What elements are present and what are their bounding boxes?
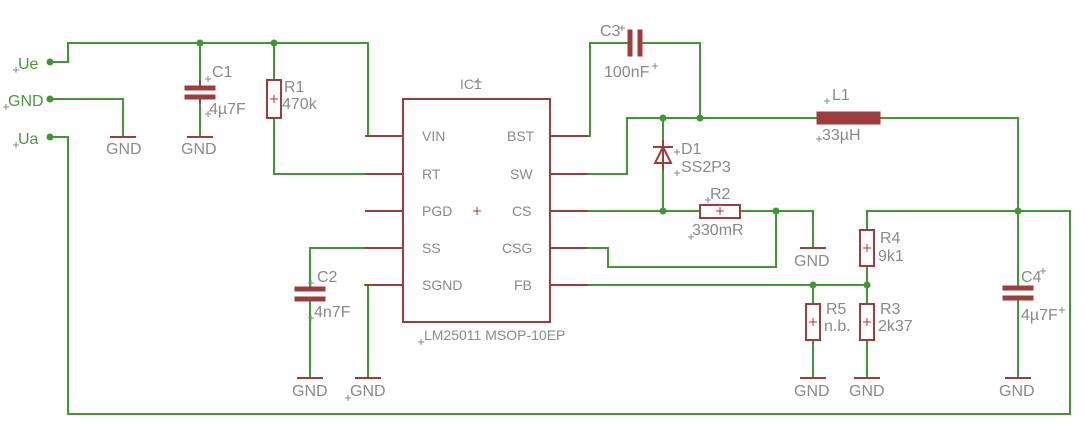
- ic-name: IC1: [460, 76, 482, 92]
- gnd-label: GND: [350, 383, 386, 400]
- gnd-label: GND: [999, 383, 1035, 400]
- c3-name: C3: [600, 23, 621, 40]
- net-port-ua[interactable]: Ua: [13, 131, 54, 148]
- gnd-symbol-4[interactable]: GND: [345, 377, 386, 401]
- c2-value: 4n7F: [314, 304, 351, 321]
- d1-name: D1: [681, 141, 702, 158]
- gnd-symbol-8[interactable]: GND: [999, 377, 1035, 400]
- gnd-symbol-7[interactable]: GND: [849, 377, 885, 400]
- gnd-label: GND: [794, 253, 830, 270]
- ic-pin-rt: RT: [422, 166, 441, 182]
- r3-name: R3: [880, 301, 901, 318]
- gnd-symbol-5[interactable]: GND: [794, 247, 830, 270]
- capacitor-c4[interactable]: C4 4µ7F: [1002, 268, 1065, 324]
- c1-value: 4µ7F: [209, 101, 246, 118]
- resistor-r3[interactable]: R3 2k37: [859, 301, 913, 341]
- resistor-r5[interactable]: R5 n.b.: [805, 301, 851, 341]
- ic-pin-sgnd: SGND: [422, 277, 462, 293]
- resistor-r1[interactable]: R1 470k: [266, 79, 318, 119]
- ic-pin-fb: FB: [514, 277, 532, 293]
- r4-value: 9k1: [878, 248, 904, 265]
- r3-value: 2k37: [878, 318, 913, 335]
- ic-pin-sw: SW: [510, 166, 533, 182]
- r5-name: R5: [826, 301, 847, 318]
- l1-name: L1: [832, 87, 850, 104]
- diode-d1[interactable]: D1 SS2P3: [653, 140, 731, 176]
- ic-value: LM25011 MSOP-10EP: [424, 327, 565, 343]
- gnd-symbol-2[interactable]: GND: [181, 136, 217, 158]
- ic-pin-pgd: PGD: [422, 203, 452, 219]
- r1-value: 470k: [282, 96, 318, 113]
- capacitor-c1[interactable]: C1 4µ7F: [184, 64, 246, 118]
- gnd-symbol-1[interactable]: GND: [106, 136, 142, 158]
- gnd-label: GND: [794, 383, 830, 400]
- ic1[interactable]: VIN RT PGD SS SGND BST SW CS CSG FB IC1 …: [365, 76, 588, 345]
- c1-name: C1: [212, 64, 233, 81]
- gnd-label: GND: [849, 383, 885, 400]
- r4-name: R4: [880, 230, 901, 247]
- ic-pin-cs: CS: [512, 203, 531, 219]
- net-port-gnd[interactable]: GND: [3, 93, 54, 110]
- resistor-r2[interactable]: R2 330mR: [688, 186, 744, 240]
- resistor-r4[interactable]: R4 9k1: [859, 229, 904, 267]
- ic-pin-ss: SS: [422, 240, 441, 256]
- l1-value: 33µH: [822, 127, 861, 144]
- junctions: [196, 39, 1022, 289]
- ic-pin-bst: BST: [507, 128, 535, 144]
- capacitor-c3[interactable]: C3 100nF: [600, 23, 658, 81]
- gnd-label: GND: [181, 141, 217, 158]
- inductor-l1[interactable]: L1 33µH: [816, 87, 881, 144]
- net-label-ue: Ue: [18, 56, 39, 73]
- gnd-symbol-6[interactable]: GND: [794, 377, 830, 400]
- d1-value: SS2P3: [681, 159, 731, 176]
- c2-name: C2: [317, 269, 338, 286]
- c4-value: 4µ7F: [1021, 307, 1058, 324]
- ic-pin-csg: CSG: [502, 240, 532, 256]
- net-label-ua: Ua: [18, 131, 39, 148]
- r2-value: 330mR: [692, 222, 744, 239]
- gnd-label: GND: [292, 383, 328, 400]
- gnd-symbol-3[interactable]: GND: [292, 377, 328, 400]
- gnd-label: GND: [106, 141, 142, 158]
- net-label-gnd: GND: [8, 93, 44, 110]
- net-port-ue[interactable]: Ue: [13, 56, 54, 73]
- capacitor-c2[interactable]: C2 4n7F: [294, 269, 351, 321]
- c3-value: 100nF: [604, 64, 650, 81]
- r2-name: R2: [710, 186, 731, 203]
- r5-value: n.b.: [824, 318, 851, 335]
- r1-name: R1: [284, 79, 305, 96]
- c4-name: C4: [1021, 269, 1042, 286]
- ic-pin-vin: VIN: [422, 128, 445, 144]
